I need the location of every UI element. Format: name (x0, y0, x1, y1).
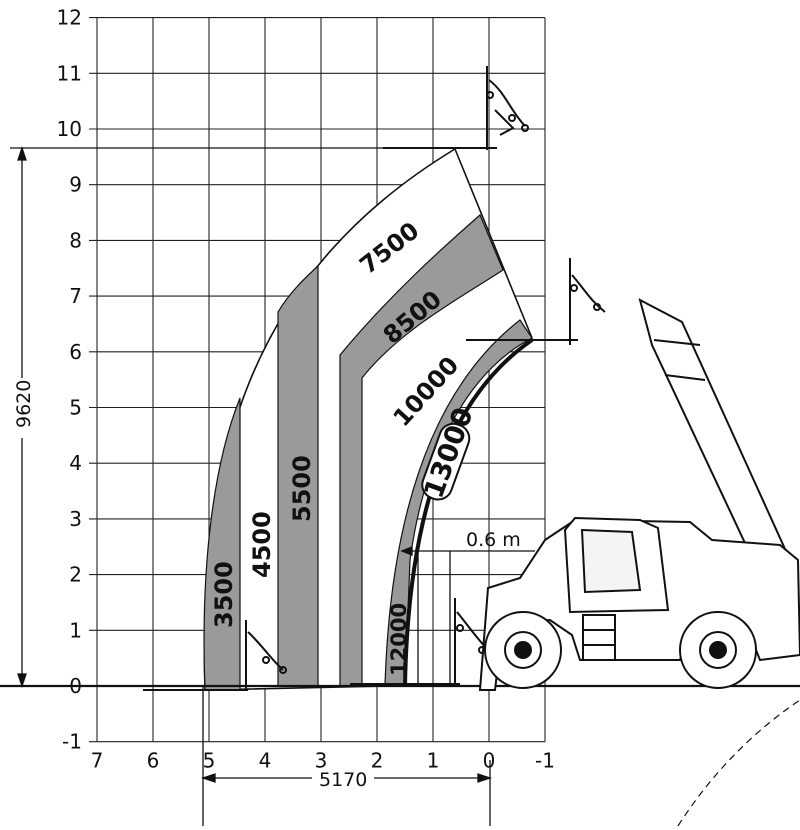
height-label: 9620 (13, 380, 35, 428)
offset-label: 0.6 m (466, 529, 521, 551)
y-tick-label: 6 (69, 340, 82, 364)
y-tick-label: 11 (57, 61, 82, 85)
x-tick-label: 0 (483, 749, 496, 773)
x-tick-label: 7 (91, 749, 104, 773)
y-tick-label: 0 (69, 674, 82, 698)
height-label-bg (10, 378, 34, 438)
y-tick-label: 7 (69, 284, 82, 308)
y-tick-label: 5 (69, 396, 82, 420)
reach-label: 5170 (319, 769, 367, 791)
y-tick-label: 1 (69, 618, 82, 642)
y-tick-label: 9 (69, 173, 82, 197)
zone-label-3500: 3500 (210, 561, 238, 628)
zone-5500-band (277, 264, 319, 687)
x-tick-label: 1 (427, 749, 440, 773)
fork-mid-height (466, 258, 606, 345)
x-tick-labels: 7 6 5 4 3 2 1 0 -1 (91, 749, 555, 773)
zone-13000-badge (421, 422, 471, 501)
x-tick-label: 2 (371, 749, 384, 773)
x-tick-label: 6 (147, 749, 160, 773)
telehandler-machine (478, 298, 800, 691)
x-tick-label: 3 (315, 749, 328, 773)
zone-label-5500: 5500 (288, 455, 316, 522)
zone-label-4500: 4500 (248, 511, 276, 578)
zone-3500-band (203, 397, 241, 691)
x-tick-label: 4 (259, 749, 272, 773)
fork-right-ground (350, 598, 491, 686)
fork-max-height (383, 66, 529, 150)
y-tick-label: 4 (69, 451, 82, 475)
turning-arc (677, 699, 800, 827)
fork-left-ground (143, 620, 287, 691)
y-tick-label: 10 (57, 117, 82, 141)
y-tick-label: -1 (62, 730, 82, 754)
zone-label-12000: 12000 (387, 603, 411, 676)
y-tick-label: 2 (69, 563, 82, 587)
reach-label-bg (312, 766, 374, 790)
y-tick-label: 3 (69, 507, 82, 531)
reach-dimension (200, 686, 493, 826)
x-tick-label: 5 (203, 749, 216, 773)
offset-dimension (400, 546, 535, 686)
zone-8500-band (339, 213, 504, 687)
x-tick-label: -1 (535, 749, 555, 773)
y-tick-label: 12 (57, 6, 82, 30)
y-tick-label: 8 (69, 228, 82, 252)
